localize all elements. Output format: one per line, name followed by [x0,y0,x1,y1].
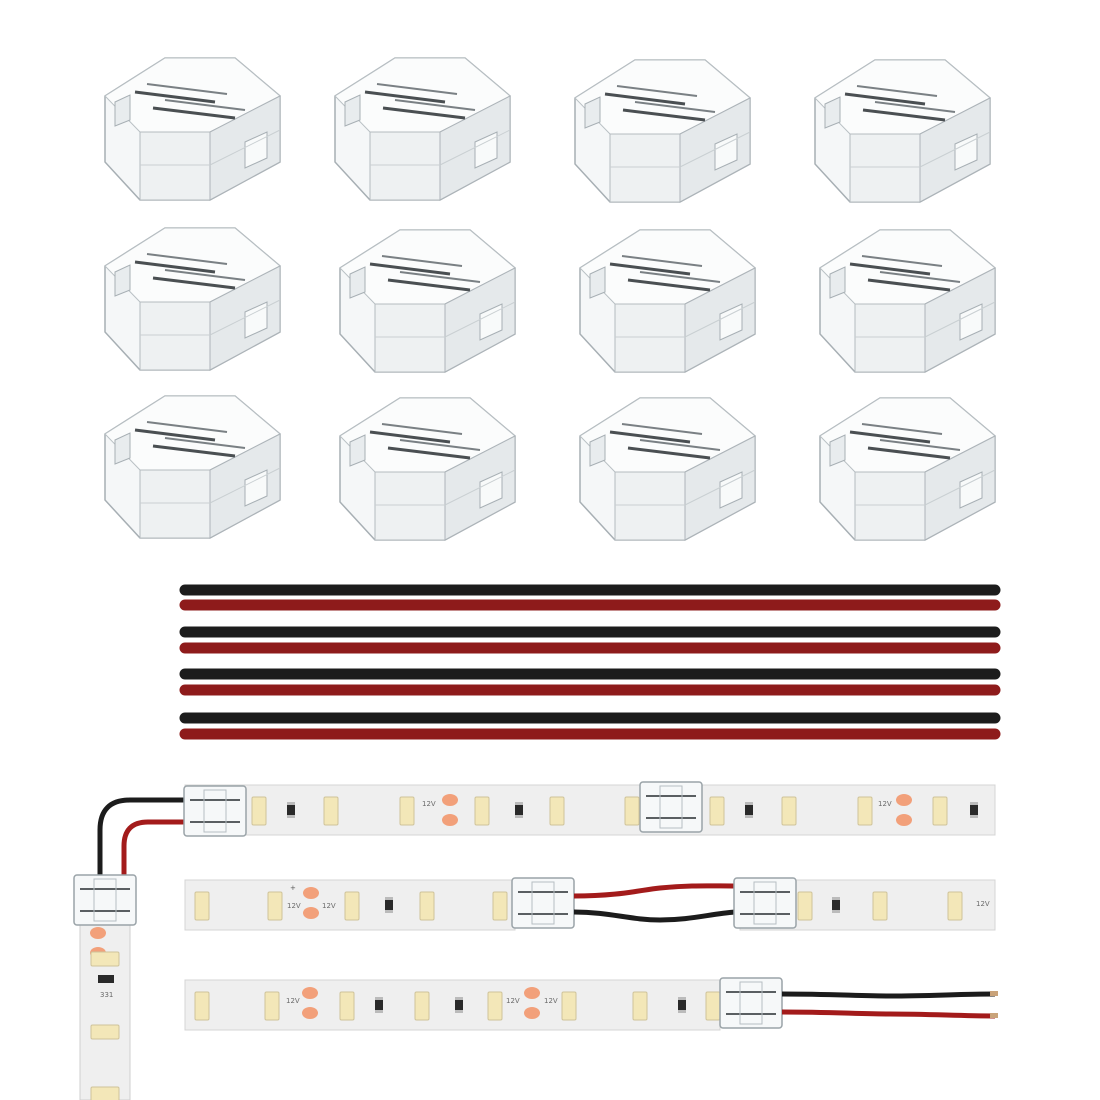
connector-r2c1 [103,226,282,372]
strip1-voltage-2: 12V [878,800,892,808]
vertical-resistor-label: 331 [100,991,113,999]
wire-pair-3 [179,668,1001,696]
wire-pairs [179,584,1001,740]
connector-r1c3 [573,58,752,204]
connector-r3c2 [338,396,517,542]
connector-r1c1 [103,56,282,202]
corner-wire [97,797,191,883]
strip3-voltage-2: 12V [506,997,520,1005]
wire-pair-4 [179,712,1001,740]
connector-r3c3 [578,396,757,542]
connector-r1c4 [813,58,992,204]
led-strip-3: 12V 12V 12V [184,977,998,1031]
connector-r2c4 [818,228,997,374]
wire-pair-2 [179,626,1001,654]
led-strip-vertical: 331 [73,874,137,1100]
led-strip-2: + 12V 12V 12V [184,877,996,931]
strip2-voltage-2: 12V [322,902,336,910]
wire-pair-1 [179,584,1001,611]
connector-r3c1 [103,394,282,540]
connector-r2c3 [578,228,757,374]
strip1-voltage-1: 12V [422,800,436,808]
connector-r1c2 [333,56,512,202]
strip2-voltage-3: 12V [976,900,990,908]
led-strip-1: 12V 12V [183,781,996,837]
connector-grid [103,56,997,542]
strip3-voltage-3: 12V [544,997,558,1005]
strip2-voltage-1: 12V [287,902,301,910]
strip2-plus: + [290,884,296,892]
strip3-voltage-1: 12V [286,997,300,1005]
connector-r2c2 [338,228,517,374]
connector-r3c4 [818,396,997,542]
